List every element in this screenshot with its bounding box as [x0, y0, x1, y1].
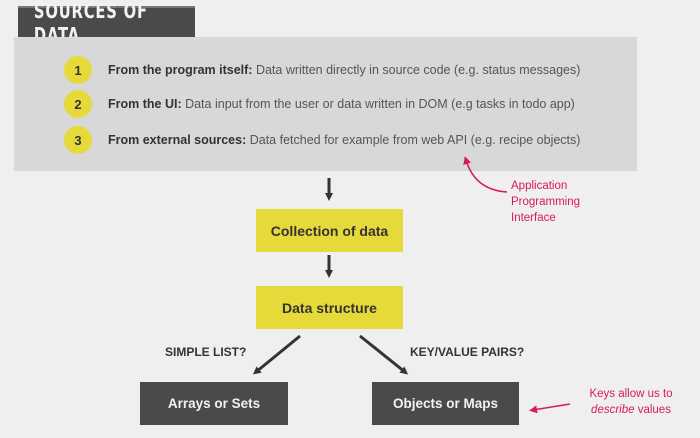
source-heading: From external sources:	[108, 133, 247, 147]
source-description: Data written directly in source code (e.…	[252, 63, 581, 77]
source-item: 1 From the program itself: Data written …	[64, 56, 580, 84]
simple-list-label: SIMPLE LIST?	[165, 345, 247, 359]
keys-note-line: Keys allow us to	[589, 388, 673, 400]
describe-word: describe	[591, 404, 635, 416]
arrays-or-sets-box: Arrays or Sets	[140, 382, 288, 425]
data-structure-box: Data structure	[256, 286, 403, 329]
source-heading: From the program itself:	[108, 63, 253, 77]
api-note: Application Programming Interface	[511, 178, 580, 226]
api-note-line: Application	[511, 180, 568, 192]
arrow-to-arrays	[252, 334, 301, 375]
objects-or-maps-box: Objects or Maps	[372, 382, 519, 425]
section-title-tag: SOURCES OF DATA	[18, 0, 195, 47]
source-heading: From the UI:	[108, 97, 182, 111]
collection-of-data-box: Collection of data	[256, 209, 403, 252]
keys-note-line: describe values	[575, 402, 687, 418]
source-description: Data input from the user or data written…	[181, 97, 575, 111]
api-note-line: Interface	[511, 212, 556, 224]
arrow-to-objects	[359, 334, 409, 375]
source-text: From the program itself: Data written di…	[108, 63, 580, 77]
values-word: values	[634, 404, 671, 416]
source-description: Data fetched for example from web API (e…	[246, 133, 581, 147]
number-badge: 2	[64, 90, 92, 118]
source-text: From the UI: Data input from the user or…	[108, 97, 575, 111]
source-text: From external sources: Data fetched for …	[108, 133, 580, 147]
api-note-arrow	[463, 156, 508, 193]
keys-note: Keys allow us to describe values	[575, 386, 687, 418]
key-value-label: KEY/VALUE PAIRS?	[410, 345, 525, 359]
source-item: 2 From the UI: Data input from the user …	[64, 90, 575, 118]
source-item: 3 From external sources: Data fetched fo…	[64, 126, 580, 154]
number-badge: 3	[64, 126, 92, 154]
api-note-line: Programming	[511, 196, 581, 208]
number-badge: 1	[64, 56, 92, 84]
sources-panel: 1 From the program itself: Data written …	[14, 37, 637, 171]
keys-note-arrow	[529, 403, 571, 414]
